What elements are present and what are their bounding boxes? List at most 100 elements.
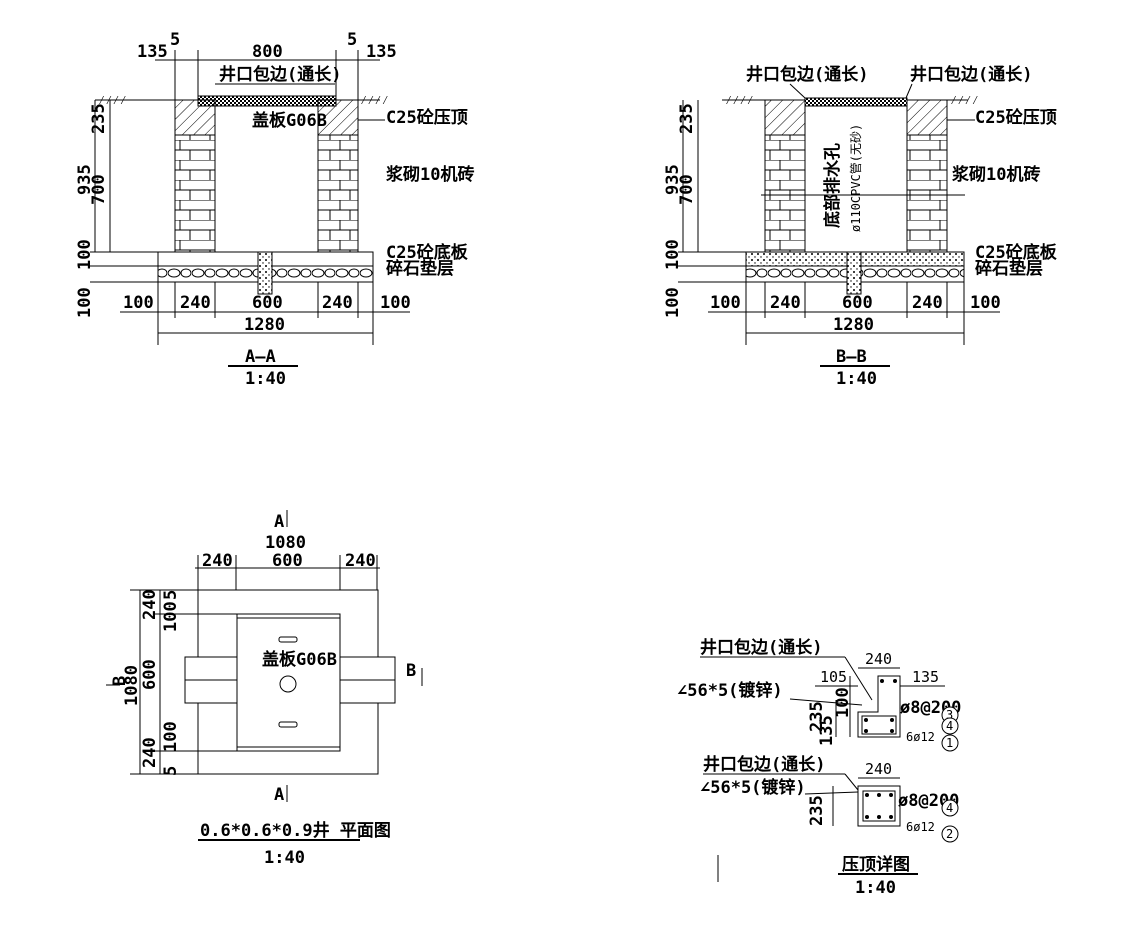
dim-label: 240 [912, 293, 943, 313]
section-title: A—A [245, 347, 276, 367]
dim-label: 5 [161, 766, 181, 776]
dim-label: 5 [170, 30, 180, 50]
section-title: B—B [836, 347, 867, 367]
dim-label: 5 [347, 30, 357, 50]
dim-label: 100 [75, 287, 95, 318]
dim-label: 700 [677, 174, 697, 205]
cover-slab [197, 95, 337, 107]
dim-label: 100 [833, 687, 853, 718]
base-label: C25砼底板 [386, 242, 469, 263]
dim-label: 100 [663, 239, 683, 270]
dim-label: 240 [865, 650, 892, 668]
section-aa: ⁄⁄⁄⁄ ⁄⁄⁄⁄ 135 5 800 5 135 井口包边(通长) 盖板G06… [75, 30, 474, 389]
rebar-label-2b: 6ø12 [906, 820, 935, 834]
cap-section-2 [857, 785, 901, 827]
dim-label: 235 [807, 701, 827, 732]
dim-label: 100 [161, 601, 181, 632]
cap-detail: 井口包边(通长) ∠56*5(镀锌) 240 105 135 235 100 1… [677, 637, 961, 898]
wall-right [906, 134, 948, 253]
callout-number: 3 [946, 708, 953, 722]
dim-label: 235 [807, 795, 827, 826]
drain-label: 底部排水孔 [822, 143, 843, 228]
dim-label: 240 [140, 737, 160, 768]
dim-label: 240 [322, 293, 353, 313]
dim-label: 135 [912, 668, 939, 686]
section-marker-a-bottom: A [274, 785, 284, 805]
dim-label: 240 [345, 551, 376, 571]
wall-left [764, 134, 806, 253]
dim-label: 600 [272, 551, 303, 571]
cover-label: 盖板G06B [262, 649, 337, 670]
dim-total: 1280 [244, 315, 285, 335]
drain-pipe [846, 251, 862, 295]
gravel-label: 碎石垫层 [386, 258, 454, 279]
lift-slot [278, 636, 298, 643]
section-marker-a-top: A [274, 512, 284, 532]
section-bb: ⁄⁄⁄⁄ ⁄⁄⁄⁄ 井口包边(通长) 井口包边(通长) 底部排水孔 ø110CP… [663, 64, 1058, 389]
dim-label: 235 [677, 103, 697, 134]
dim-label: 700 [89, 174, 109, 205]
plan-scale: 1:40 [264, 848, 305, 868]
wall-label: 浆砌10机砖 [386, 164, 474, 185]
plan-title: 0.6*0.6*0.9井 平面图 [200, 820, 391, 841]
cap-left [174, 99, 216, 136]
cap-label: C25砼压顶 [975, 107, 1057, 128]
dim-label: 240 [202, 551, 233, 571]
dim-label: 600 [842, 293, 873, 313]
dim-label: 935 [75, 164, 95, 195]
callout-number: 4 [946, 719, 953, 733]
section-scale: 1:40 [245, 369, 286, 389]
wall-right [317, 134, 359, 253]
detail-scale: 1:40 [855, 878, 896, 898]
dim-label: 100 [161, 721, 181, 752]
cap-section-1 [857, 675, 901, 738]
section-scale: 1:40 [836, 369, 877, 389]
dim-label: 100 [663, 287, 683, 318]
rebar-label-1b: 6ø12 [906, 730, 935, 744]
edge-label: 井口包边(通长) [219, 64, 341, 85]
dim-total-left: 1080 [122, 665, 142, 706]
dim-label: 100 [710, 293, 741, 313]
dim-label: 100 [75, 239, 95, 270]
pipe-label: ø110CPVC管(无砂) [848, 124, 863, 232]
edge-label-1: 井口包边(通长) [700, 637, 822, 658]
dim-label: 5 [161, 590, 181, 600]
edge-label-left: 井口包边(通长) [746, 64, 868, 85]
dim-label: 100 [970, 293, 1001, 313]
dim-label: 600 [140, 659, 160, 690]
angle-label-1: ∠56*5(镀锌) [677, 680, 783, 701]
cap-left [764, 99, 806, 136]
dim-label: 240 [865, 760, 892, 778]
dim-total: 1280 [833, 315, 874, 335]
dim-label: 235 [89, 103, 109, 134]
callout-number: 2 [946, 827, 953, 841]
section-marker-b-right: B [406, 661, 416, 681]
dim-total-top: 1080 [265, 533, 306, 553]
dim-label: 935 [663, 164, 683, 195]
dim-label: 240 [770, 293, 801, 313]
dim-label: 135 [137, 42, 168, 62]
drain-hole [257, 251, 273, 295]
dim-label: 135 [817, 715, 837, 746]
cap-right [906, 99, 948, 136]
dim-label: 800 [252, 42, 283, 62]
dim-label: 600 [252, 293, 283, 313]
cover-label: 盖板G06B [252, 110, 327, 131]
wall-left [174, 134, 216, 253]
dim-label: 240 [180, 293, 211, 313]
cover-slab [804, 97, 908, 107]
dim-label: 100 [123, 293, 154, 313]
dim-label: 240 [140, 589, 160, 620]
cap-label: C25砼压顶 [386, 107, 468, 128]
dim-label: 135 [366, 42, 397, 62]
dim-label: 105 [820, 668, 847, 686]
base-label: C25砼底板 [975, 242, 1058, 263]
edge-label-right: 井口包边(通长) [910, 64, 1032, 85]
angle-label-2: ∠56*5(镀锌) [700, 777, 806, 798]
gravel-label: 碎石垫层 [975, 258, 1043, 279]
callout-number: 4 [946, 801, 953, 815]
cap-right [317, 99, 359, 136]
edge-label-2: 井口包边(通长) [703, 754, 825, 775]
lift-slot [278, 721, 298, 728]
